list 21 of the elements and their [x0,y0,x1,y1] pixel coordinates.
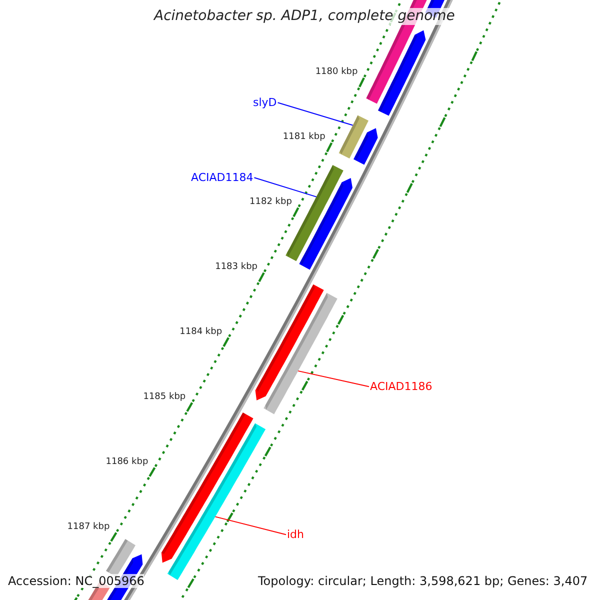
accession-text: Accession: NC_005966 [8,574,144,588]
scale-label: 1187 kbp [67,522,110,533]
gene-label: ACIAD1186 [370,380,432,394]
scale-label: 1181 kbp [282,132,326,144]
leader-line [214,516,286,536]
gene-label: ACIAD1184 [191,171,254,184]
gene-feature [338,115,368,158]
gene-feature [264,292,338,414]
scale-label: 1182 kbp [250,197,292,208]
leader-line [298,370,370,388]
gene-label: idh [287,528,304,542]
gene-label: slyD [253,96,277,110]
genome-stats-text: Topology: circular; Length: 3,598,621 bp; Genes: 3,407 [258,574,588,588]
map-title: Acinetobacter sp. ADP1, complete genome [154,8,455,25]
leader-line [277,102,354,126]
leader-line [254,177,317,198]
scale-label: 1184 kbp [180,327,222,338]
scale-label: 1185 kbp [143,392,186,403]
scale-label: 1183 kbp [215,262,258,273]
scale-label: 1180 kbp [315,67,358,78]
scale-label: 1186 kbp [106,456,148,468]
